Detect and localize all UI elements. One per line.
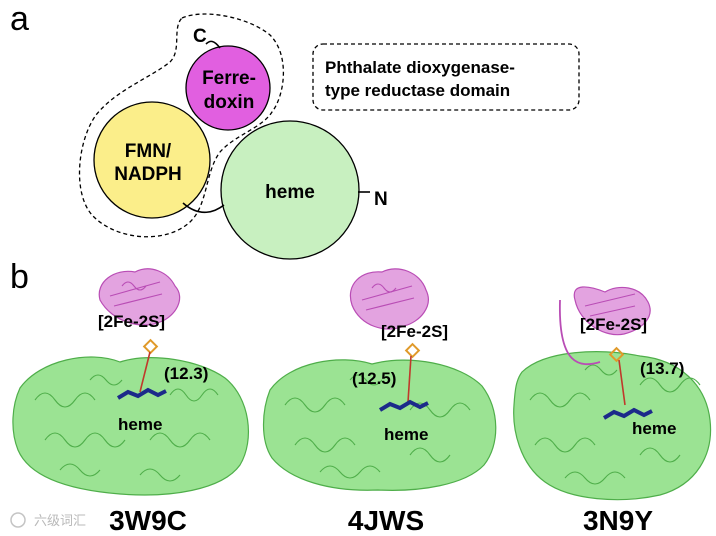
- protein-body-3w9c: [12, 356, 250, 496]
- ferredoxin-circle: [185, 45, 271, 131]
- distance-line-4jws: [407, 355, 412, 403]
- heme-domain-circle: [220, 120, 360, 260]
- helices-3n9y: [529, 364, 701, 485]
- heme-ligand-3w9c: [116, 387, 167, 400]
- protein-body-4jws: [262, 359, 497, 491]
- cluster-label-4jws: [2Fe-2S]: [381, 322, 448, 341]
- heme-label-3w9c: heme: [118, 415, 162, 434]
- panel-b-label: b: [10, 258, 29, 296]
- fe2s2-cluster-3w9c: [142, 338, 159, 355]
- pdb-id-3w9c: 3W9C: [109, 505, 187, 536]
- ferredoxin-domain-3w9c: [98, 268, 181, 326]
- panel-a-label: a: [10, 0, 29, 38]
- structure-3w9c: [2Fe-2S] (12.3) heme 3W9C: [12, 268, 250, 536]
- cluster-label-3n9y: [2Fe-2S]: [580, 315, 647, 334]
- ferredoxin-loop-3n9y: [559, 299, 601, 366]
- fmn-nadph-label-line1: FMN/: [125, 141, 172, 162]
- fe2s2-cluster-4jws: [404, 342, 421, 359]
- ferredoxin-sheets-3w9c: [109, 281, 163, 307]
- c-terminus-label: C: [193, 26, 207, 47]
- distance-label-4jws: (12.5): [352, 369, 396, 388]
- ferredoxin-domain-4jws: [349, 268, 429, 330]
- heme-ligand-4jws: [378, 399, 429, 412]
- reductase-domain-outline: [78, 13, 285, 238]
- ferredoxin-label-line2: doxin: [204, 92, 255, 113]
- domain-note-line1: Phthalate dioxygenase-: [325, 58, 515, 77]
- distance-label-3w9c: (12.3): [164, 364, 208, 383]
- fmn-nadph-label-line2: NADPH: [114, 164, 182, 185]
- linker-c-terminus: [205, 40, 221, 49]
- pdb-id-3n9y: 3N9Y: [583, 505, 653, 536]
- watermark: 六级词汇: [10, 512, 86, 528]
- watermark-logo-icon: [10, 512, 26, 528]
- domain-note-line2: type reductase domain: [325, 81, 510, 100]
- linker-fmn-heme: [182, 202, 225, 214]
- watermark-text: 六级词汇: [34, 513, 86, 528]
- n-terminus-label: N: [374, 189, 388, 210]
- distance-line-3w9c: [139, 351, 151, 393]
- heme-label-4jws: heme: [384, 425, 428, 444]
- ferredoxin-sheets-4jws: [361, 283, 415, 311]
- fmn-nadph-circle: [93, 101, 211, 219]
- structure-3n9y: [2Fe-2S] (13.7) heme 3N9Y: [513, 286, 712, 536]
- ferredoxin-sheets-3n9y: [584, 293, 636, 317]
- domain-note-box: [312, 43, 580, 111]
- heme-ligand-3n9y: [602, 407, 653, 420]
- helices-3w9c: [34, 374, 219, 482]
- ferredoxin-label-line1: Ferre-: [202, 68, 256, 89]
- pdb-id-4jws: 4JWS: [348, 505, 424, 536]
- cluster-label-3w9c: [2Fe-2S]: [98, 312, 165, 331]
- helices-4jws: [284, 374, 471, 479]
- heme-domain-label: heme: [265, 182, 315, 203]
- distance-line-3n9y: [618, 359, 626, 406]
- heme-label-3n9y: heme: [632, 419, 676, 438]
- structure-4jws: [2Fe-2S] (12.5) heme 4JWS: [262, 268, 497, 536]
- distance-label-3n9y: (13.7): [640, 359, 684, 378]
- fe2s2-cluster-3n9y: [608, 346, 625, 363]
- protein-body-3n9y: [513, 351, 712, 501]
